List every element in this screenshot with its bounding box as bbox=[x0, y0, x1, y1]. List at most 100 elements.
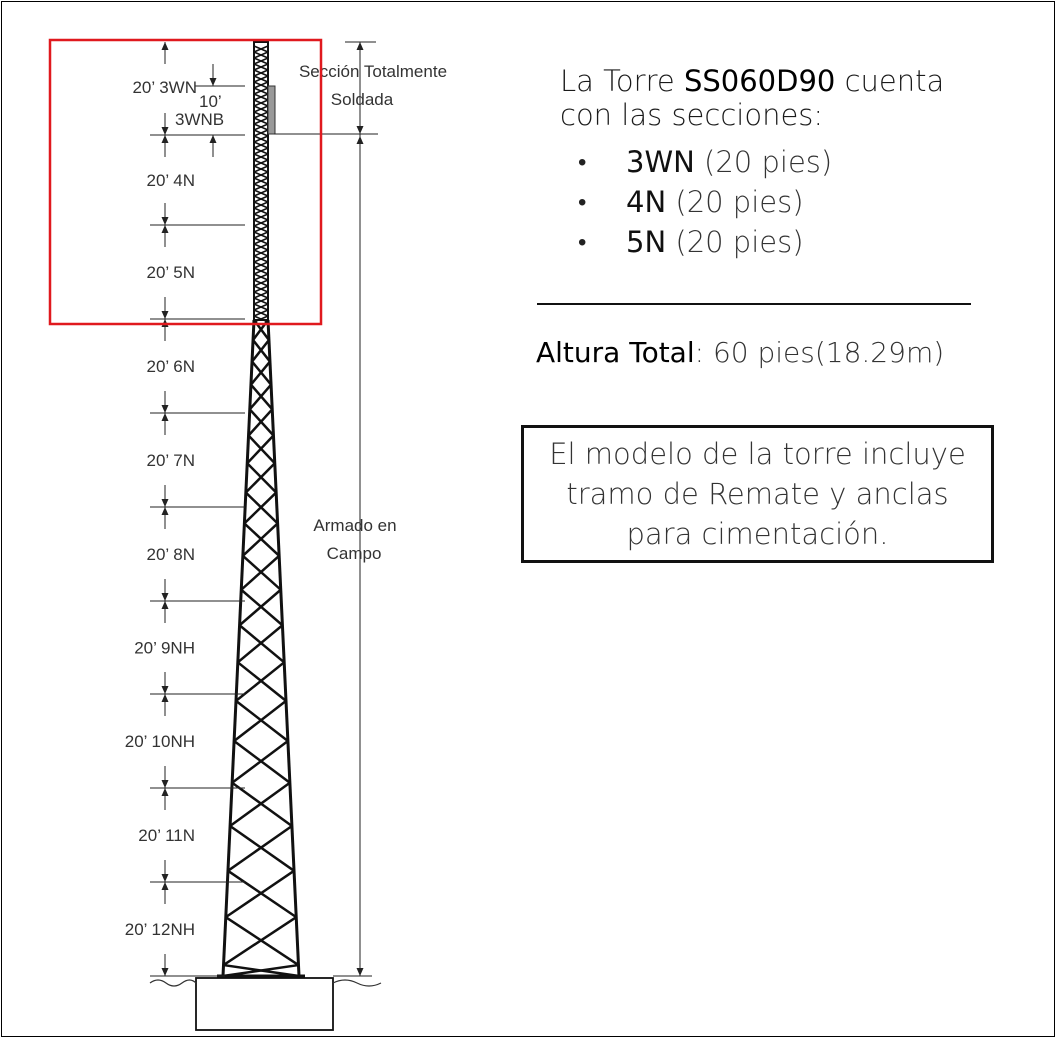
note-box: El modelo de la torre incluye tramo de R… bbox=[521, 425, 994, 563]
lattice-brace bbox=[244, 462, 276, 494]
lattice-brace bbox=[251, 339, 270, 363]
lattice-brace bbox=[253, 153, 269, 161]
sections-list: 3WN (20 pies) 4N (20 pies) 5N (20 pies) bbox=[560, 142, 1000, 262]
section-label-5n: 20’ 5N bbox=[146, 263, 195, 282]
welded-label-line1: Sección Totalmente bbox=[299, 62, 447, 81]
lattice-brace bbox=[242, 522, 279, 557]
lattice-brace bbox=[253, 183, 269, 191]
lattice-brace bbox=[253, 147, 269, 155]
lattice-brace bbox=[253, 309, 269, 317]
sub-section-name: 3WNB bbox=[175, 110, 224, 129]
dimension-arrow bbox=[161, 788, 169, 796]
field-label-line1: Armado en bbox=[313, 516, 396, 535]
ground-line bbox=[149, 979, 197, 987]
section-label-7n: 20’ 7N bbox=[146, 451, 195, 470]
dimension-arrow bbox=[161, 42, 169, 50]
lattice-brace bbox=[253, 99, 269, 107]
lattice-brace bbox=[253, 225, 269, 233]
dimension-arrow bbox=[161, 882, 169, 890]
lattice-brace bbox=[253, 81, 269, 89]
lattice-brace bbox=[222, 916, 297, 967]
lattice-brace bbox=[253, 69, 269, 77]
lattice-brace bbox=[253, 249, 269, 257]
tower-leg-right bbox=[266, 319, 301, 977]
total-height: Altura Total: 60 pies(18.29m) bbox=[536, 336, 945, 369]
lattice-brace bbox=[253, 255, 269, 263]
lattice-brace bbox=[253, 57, 269, 65]
lattice-brace bbox=[253, 105, 269, 113]
dimension-arrow bbox=[161, 780, 169, 788]
lattice-brace bbox=[253, 87, 269, 95]
lattice-brace bbox=[253, 177, 269, 185]
lattice-brace bbox=[231, 740, 289, 784]
lattice-brace bbox=[253, 63, 269, 71]
welded-label-line2: Soldada bbox=[331, 90, 394, 109]
highlight-box bbox=[48, 38, 323, 326]
lattice-brace bbox=[253, 267, 269, 275]
lattice-brace bbox=[253, 213, 269, 221]
lattice-brace bbox=[253, 207, 269, 215]
lattice-brace bbox=[253, 285, 269, 293]
dimension-arrow bbox=[356, 136, 364, 144]
tower-model: SS060D90 bbox=[683, 64, 836, 98]
lattice-brace bbox=[240, 554, 280, 591]
lattice-brace bbox=[238, 588, 282, 627]
dimension-arrow bbox=[161, 135, 169, 143]
lattice-brace bbox=[248, 383, 273, 411]
lattice-brace bbox=[253, 303, 269, 311]
lattice-brace bbox=[253, 93, 269, 101]
section-label-11n: 20’ 11N bbox=[138, 826, 195, 845]
dimension-arrow bbox=[161, 874, 169, 882]
dimension-arrow bbox=[161, 593, 169, 601]
lattice-brace bbox=[253, 141, 269, 149]
lattice-brace bbox=[253, 171, 269, 179]
lattice-brace bbox=[253, 189, 269, 197]
lattice-brace bbox=[229, 781, 291, 828]
sub-section-length: 10’ bbox=[199, 92, 222, 111]
dimension-arrow bbox=[209, 78, 217, 86]
lattice-brace bbox=[243, 491, 278, 525]
dimension-arrow bbox=[356, 126, 364, 134]
dimension-arrow bbox=[161, 968, 169, 976]
dimension-arrow bbox=[161, 311, 169, 319]
tower-lattice bbox=[149, 41, 382, 1031]
dimension-arrow bbox=[161, 507, 169, 515]
lattice-brace bbox=[249, 360, 271, 386]
lattice-brace bbox=[253, 117, 269, 125]
lattice-brace bbox=[253, 315, 269, 323]
lattice-brace bbox=[253, 243, 269, 251]
lattice-brace bbox=[253, 261, 269, 269]
lattice-brace bbox=[253, 279, 269, 287]
list-item: 5N (20 pies) bbox=[560, 222, 1000, 262]
lattice-brace bbox=[253, 273, 269, 281]
lattice-brace bbox=[253, 111, 269, 119]
dimension-markers bbox=[150, 41, 378, 977]
section-label-10nh: 20’ 10NH bbox=[125, 732, 195, 751]
section-label-9nh: 20’ 9NH bbox=[134, 639, 195, 658]
tower-leg-left bbox=[221, 319, 256, 977]
field-label-line2: Campo bbox=[327, 544, 382, 563]
lattice-brace bbox=[253, 219, 269, 227]
lattice-brace bbox=[253, 165, 269, 173]
lattice-brace bbox=[247, 408, 274, 437]
lattice-brace bbox=[253, 159, 269, 167]
intro-mid: cuenta bbox=[835, 64, 945, 98]
lattice-brace bbox=[253, 237, 269, 245]
section-label-8n: 20’ 8N bbox=[146, 545, 195, 564]
dimension-arrow bbox=[161, 413, 169, 421]
ground-line bbox=[332, 979, 382, 987]
intro-pre: La Torre bbox=[560, 64, 684, 98]
lattice-brace bbox=[227, 824, 293, 872]
list-item: 4N (20 pies) bbox=[560, 182, 1000, 222]
lattice-brace bbox=[253, 123, 269, 131]
lattice-brace bbox=[222, 963, 299, 978]
dimension-arrow bbox=[161, 225, 169, 233]
section-label-12nh: 20’ 12NH bbox=[125, 920, 195, 939]
lattice-brace bbox=[233, 699, 287, 743]
sub-section-3wnb bbox=[267, 85, 276, 135]
section-label-3wn: 20’ 3WN bbox=[132, 78, 197, 97]
dimension-arrow bbox=[161, 686, 169, 694]
